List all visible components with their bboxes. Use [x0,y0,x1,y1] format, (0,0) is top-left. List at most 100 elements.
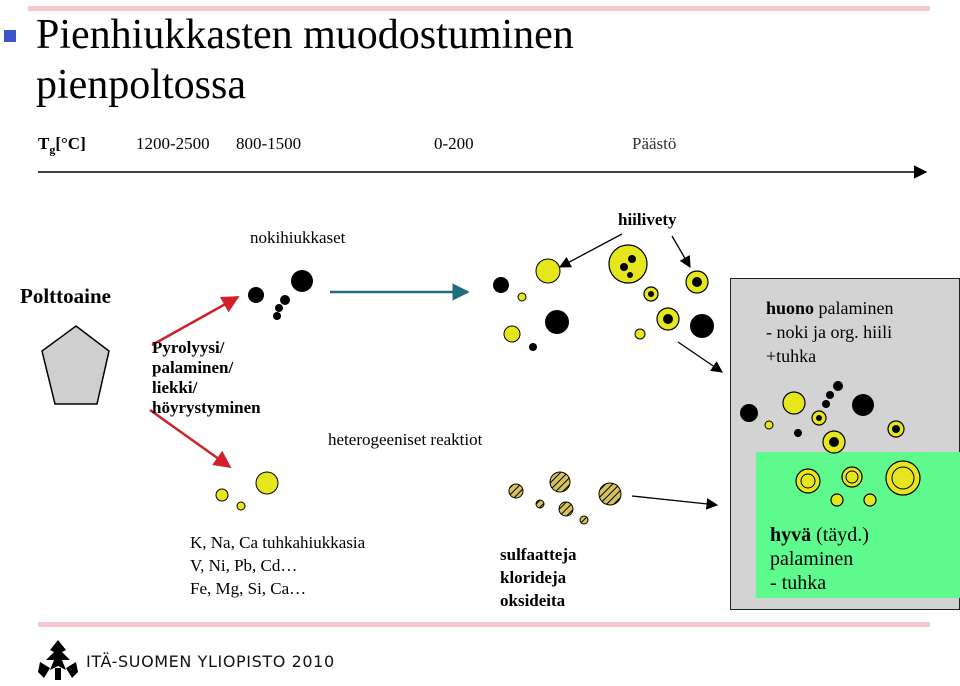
ash-particle [535,258,561,284]
hatched-particle [508,483,524,499]
soot-particle [493,277,509,293]
coated-particle [608,244,648,284]
soot-particle [852,394,874,416]
top-rule [28,6,930,11]
poor-combustion-line-2: - noki ja org. hiili [766,322,893,342]
hydrocarbon-arrow-right [671,235,691,269]
soot-particle [822,400,830,408]
process-line: palaminen/ [152,358,234,377]
hatched-particle [598,482,622,506]
soot-particle [273,312,281,320]
ash-particle-inner [891,466,915,490]
soot-particle [690,314,714,338]
ash-elements-line: V, Ni, Pb, Cd… [190,556,298,575]
heterogeneous-reactions-label: heterogeeniset reaktiot [328,430,483,449]
coated-particle [782,391,806,415]
fuel-label: Polttoaine [20,284,111,308]
title-bullet [4,30,16,42]
good-combustion-bold: hyvä [770,524,812,546]
coated-particle-core [692,277,702,287]
poor-combustion-particles [740,381,905,454]
coated-particle-core [628,255,636,263]
process-label: Pyrolyysi/ palaminen/ liekki/ höyrystymi… [152,338,261,418]
soot-particles-label: nokihiukkaset [250,228,346,247]
ash-particle [830,493,844,507]
ash-particle [215,488,229,502]
temperature-range-2: 800-1500 [236,134,302,153]
temperature-range-1: 1200-2500 [136,134,210,153]
hatched-particle [558,501,574,517]
soot-particle [794,429,802,437]
page-title: Pienhiukkasten muodostuminen pienpoltoss… [36,10,574,110]
temperature-symbol: T [38,134,50,153]
bottom-rule [38,622,930,627]
ash-particle [841,466,863,488]
ash-particle [236,501,246,511]
soot-particle [833,381,843,391]
coated-particle [634,328,646,340]
emission-label: Päästö [632,134,677,153]
poor-combustion-bold: huono [766,298,815,318]
poor-combustion-rest: palaminen [814,298,894,318]
ash-particle-inner [800,473,816,489]
fuel-pentagon-icon [41,325,110,405]
compound-particles [508,471,622,525]
soot-particle [826,391,834,399]
process-line: Pyrolyysi/ [152,338,225,357]
compounds-label: sulfaatteja kloridejа oksideita [500,543,576,612]
process-line: höyrystyminen [152,398,261,417]
ash-particle-inner [845,470,859,484]
temperature-unit: [°C] [55,134,86,153]
hatched-particle [579,515,589,525]
ash-particle [795,468,821,494]
good-combustion-label: hyvä (täyd.) palaminen - tuhka [770,523,869,595]
hydrocarbon-particles [608,244,714,340]
hydrocarbons-label: hiilivety [618,210,677,229]
coated-particle-core [829,437,839,447]
ash-particle [885,460,921,496]
hatched-particle [535,499,545,509]
poor-combustion-arrow [677,341,723,373]
soot-particle [275,304,283,312]
ash-particles-early [215,471,279,511]
soot-particle [740,404,758,422]
good-combustion-line-2: palaminen [770,548,854,570]
title-line-1: Pienhiukkasten muodostuminen [36,12,574,58]
temperature-subscript: g [49,142,56,157]
good-combustion-rest: (täyd.) [811,524,869,546]
coated-particle-core [816,415,822,421]
red-arrow-up [151,295,240,347]
coated-particle-core [627,272,633,278]
ash-elements-label: K, Na, Ca tuhkahiukkasia V, Ni, Pb, Cd… … [190,531,365,600]
title-line-2: pienpoltossa [36,62,246,108]
ash-particle [503,325,521,343]
soot-particle [529,343,537,351]
good-combustion-particles [795,460,921,507]
coated-particle-core [892,425,900,433]
ash-elements-line: Fe, Mg, Si, Ca… [190,579,307,598]
good-combustion-line-3: - tuhka [770,572,827,594]
soot-particles [248,270,313,320]
ash-elements-line: K, Na, Ca tuhkahiukkasia [190,533,366,552]
soot-particle [291,270,313,292]
temperature-range-3: 0-200 [434,134,474,153]
compounds-line: oksideita [500,591,566,610]
coated-particle-core [648,291,654,297]
ash-particle [255,471,279,495]
red-arrow-down [149,408,232,469]
compounds-line: kloridejа [500,568,567,587]
hatched-particle [549,471,571,493]
ash-particle [517,292,527,302]
poor-combustion-label: huono palaminen - noki ja org. hiili +tu… [766,296,894,368]
soot-particle [545,310,569,334]
mixed-particles-middle [493,258,569,351]
ash-particle [863,493,877,507]
temperature-label: Tg[°C] [38,134,86,157]
university-logo-icon [38,640,78,680]
footer-text: ITÄ-SUOMEN YLIOPISTO 2010 [86,652,335,671]
process-line: liekki/ [152,378,198,397]
good-combustion-arrow [631,495,719,510]
poor-combustion-line-3: +tuhka [766,346,817,366]
coated-particle-core [663,314,673,324]
